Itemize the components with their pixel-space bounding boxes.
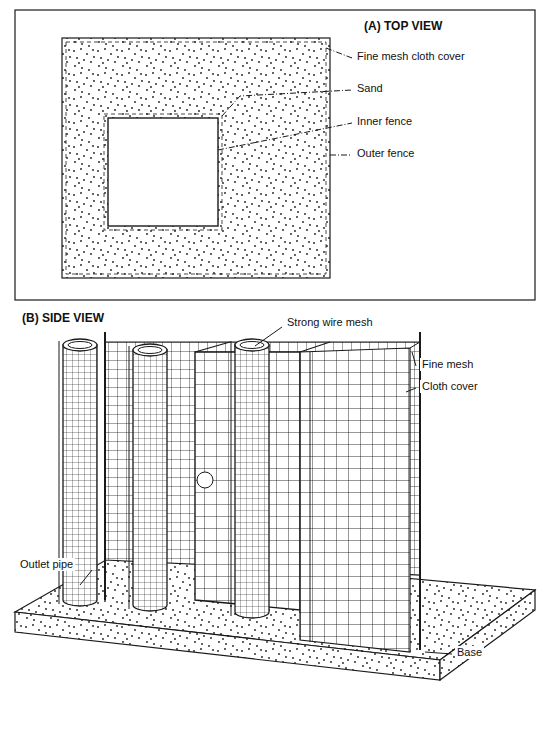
leader-line (222, 90, 352, 116)
view-frame (15, 10, 535, 300)
part-label: Fine mesh cloth cover (355, 50, 467, 63)
outlet-pipe (235, 345, 269, 618)
leader-line (255, 327, 282, 346)
pipe-top (133, 344, 167, 356)
pipe-cloth (129, 346, 130, 609)
part-label: Sand (355, 82, 385, 95)
inner-fence (108, 118, 218, 226)
outer-fence (62, 38, 330, 278)
inner-cloth (104, 114, 222, 230)
part-label: Outer fence (355, 147, 416, 160)
part-label: Fine mesh (420, 358, 475, 371)
fence-post (104, 332, 106, 600)
cloth-edge (410, 342, 420, 348)
pipe-cloth (231, 341, 232, 616)
part-label: Cloth cover (420, 380, 480, 393)
pipe-bore (138, 347, 162, 354)
view-title: (B) SIDE VIEW (20, 312, 106, 326)
leader-line (326, 48, 352, 58)
outlet-pipe (133, 350, 167, 611)
leader-line (80, 570, 92, 585)
part-label: Strong wire mesh (285, 316, 375, 329)
mesh-edge (195, 342, 230, 352)
leader-line (412, 352, 416, 366)
drawing (15, 10, 535, 680)
pipe-bore (68, 342, 92, 349)
leader-line (406, 388, 416, 392)
fitting (197, 472, 213, 488)
leader-line (218, 123, 352, 150)
base-side (440, 590, 535, 680)
part-label: Inner fence (355, 115, 414, 128)
cloth-edge (310, 352, 311, 642)
view-title: (A) TOP VIEW (362, 20, 444, 34)
fine-mesh-cloth (66, 42, 326, 274)
part-label: Base (455, 646, 484, 659)
fine-mesh-panel (300, 348, 410, 652)
leader-line (330, 155, 352, 156)
leader-line (425, 652, 452, 654)
pipe-top (63, 339, 97, 351)
pipe-top (235, 339, 269, 351)
part-label: Outlet pipe (18, 558, 75, 571)
